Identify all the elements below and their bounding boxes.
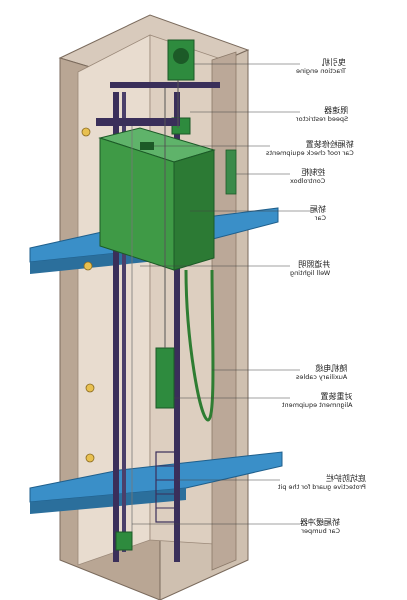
label-alignment-equipment: 对重装置 Alignment equipment [282, 392, 353, 409]
label-traction-engine: 曳引机 Traction engine [296, 58, 346, 75]
guide-rail-left [113, 92, 119, 562]
guide-rail-back [122, 92, 126, 552]
label-auxiliary-cables: 随机电缆 Auxiliary cables [296, 364, 348, 381]
well-lighting-lamp-3 [85, 383, 95, 393]
label-car: 轿厢 Car [310, 205, 326, 222]
label-speed-restrictor: 限速器 Speed restrictor [296, 106, 349, 123]
label-controlbox: 控制柜 Controlbox [290, 168, 326, 185]
well-lighting-lamp-1 [81, 127, 91, 137]
car-roof-check-equipment [140, 142, 154, 150]
label-well-lighting: 井道照明 Well lighting [290, 260, 331, 277]
label-car-roof-check-equipments: 轿厢检修装置 Car roof check equipments [266, 140, 354, 157]
auxiliary-cables [184, 269, 215, 422]
shaft-front-pillar [211, 51, 237, 571]
pit-guard [155, 451, 179, 523]
car-crosshead [96, 118, 180, 126]
car-right-face [173, 149, 215, 271]
label-car-bumper: 轿厢缓冲器 Car bumper [300, 518, 340, 535]
machine-beam [110, 82, 220, 88]
counterweight [155, 347, 175, 409]
car-bumper [115, 531, 133, 551]
floor-slab-lower-edge [30, 488, 186, 514]
well-lighting-lamp-2 [83, 261, 93, 271]
control-box [225, 149, 237, 195]
traction-sheave [173, 48, 189, 64]
guide-rail-right [174, 92, 180, 562]
well-lighting-lamp-4 [85, 453, 95, 463]
label-pit-guard: 底坑防护栏 Protective guard for the pit [278, 474, 366, 491]
